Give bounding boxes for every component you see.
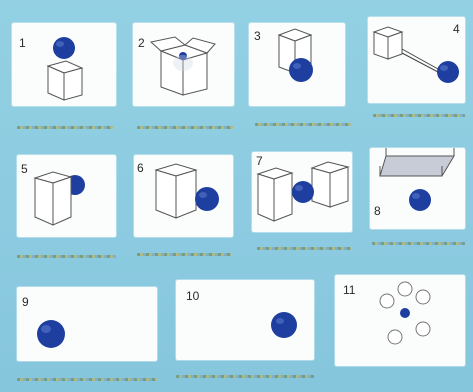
ball-in-open-box-illustration: [133, 23, 234, 106]
ball-icon: [195, 187, 219, 211]
panel-1: 1: [12, 23, 116, 106]
ball-icon: [289, 58, 313, 82]
ball-icon: [37, 320, 65, 348]
ball-illustration: [17, 287, 157, 361]
ball-illustration: [176, 280, 314, 360]
answer-line-6[interactable]: [137, 253, 231, 256]
ball-icon: [400, 308, 410, 318]
panel-5: 5: [17, 155, 116, 237]
answer-line-7[interactable]: [257, 247, 351, 250]
answer-line-10[interactable]: [176, 375, 314, 378]
ball-beside-box-illustration: [134, 155, 233, 237]
ball-between-boxes-illustration: [252, 152, 352, 232]
panel-3: 3: [249, 23, 345, 106]
panel-11: 11: [335, 275, 465, 366]
ball-among-circles-illustration: [335, 275, 465, 366]
answer-line-3[interactable]: [255, 123, 351, 126]
answer-line-2[interactable]: [137, 126, 233, 129]
answer-line-8[interactable]: [372, 242, 465, 245]
panel-2: 2: [133, 23, 234, 106]
ball-icon: [409, 189, 431, 211]
ball-under-table-illustration: [370, 148, 465, 229]
panel-9: 9: [17, 287, 157, 361]
answer-line-4[interactable]: [373, 114, 465, 117]
panel-6: 6: [134, 155, 233, 237]
panel-10: 10: [176, 280, 314, 360]
ball-behind-box-illustration: [17, 155, 116, 237]
ball-icon: [271, 312, 297, 338]
ball-on-box-illustration: [12, 23, 116, 106]
panel-8: 8: [370, 148, 465, 229]
answer-line-5[interactable]: [17, 255, 116, 258]
ball-icon: [437, 61, 459, 83]
answer-line-1[interactable]: [17, 126, 113, 129]
panel-7: 7: [252, 152, 352, 232]
answer-line-9[interactable]: [17, 378, 157, 381]
ball-next-to-box-illustration: [368, 17, 465, 103]
ball-icon: [53, 37, 75, 59]
ball-icon: [292, 181, 314, 203]
panel-4: 4: [368, 17, 465, 103]
ball-in-front-of-box-illustration: [249, 23, 345, 106]
